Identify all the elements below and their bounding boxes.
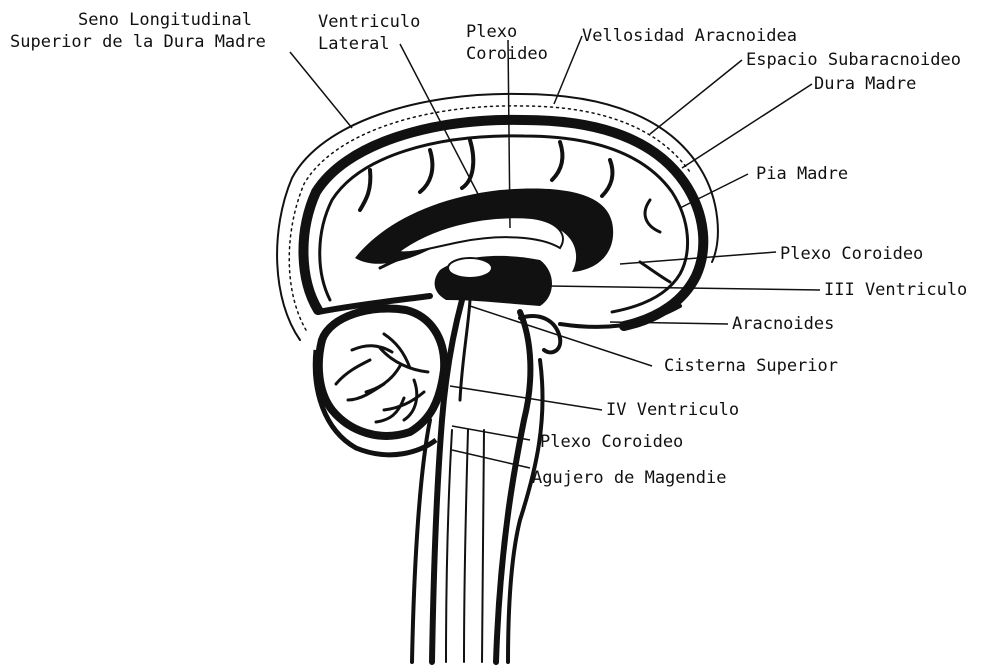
label-seno-l1: Seno Longitudinal: [50, 10, 280, 30]
label-dura: Dura Madre: [814, 74, 916, 94]
label-iv-ventriculo: IV Ventriculo: [606, 400, 739, 420]
cord-center-1: [446, 430, 452, 662]
label-seno-l2: Superior de la Dura Madre: [10, 32, 266, 52]
label-plexo-mid: Plexo Coroideo: [780, 244, 923, 264]
cord-center-2: [464, 430, 468, 662]
label-magendie: Agujero de Magendie: [532, 468, 726, 488]
label-aracnoides: Aracnoides: [732, 314, 834, 334]
label-pia: Pia Madre: [756, 164, 848, 184]
thalamus: [448, 258, 492, 278]
brainstem-right: [496, 312, 530, 662]
cord-center-3: [482, 430, 484, 662]
label-plexo-top-l1: Plexo: [466, 22, 517, 42]
label-plexo-low: Plexo Coroideo: [540, 432, 683, 452]
label-plexo-top-l2: Coroideo: [466, 44, 548, 64]
leader-vellosidad: [554, 36, 582, 104]
label-vellosidad: Vellosidad Aracnoidea: [582, 26, 797, 46]
leader-dura: [682, 84, 812, 168]
cord-outer-left: [412, 420, 430, 662]
leader-espacio: [650, 60, 742, 134]
aqueduct: [460, 300, 470, 400]
label-cisterna: Cisterna Superior: [664, 356, 838, 376]
leader-seno: [290, 52, 352, 128]
label-ventriculo-lateral-l1: Ventriculo: [318, 12, 420, 32]
leader-plexo-low: [452, 426, 530, 440]
leader-cisterna: [470, 306, 652, 366]
label-espacio: Espacio Subaracnoideo: [746, 50, 961, 70]
label-iii-ventriculo: III Ventriculo: [824, 280, 967, 300]
label-ventriculo-lateral-l2: Lateral: [318, 34, 390, 54]
